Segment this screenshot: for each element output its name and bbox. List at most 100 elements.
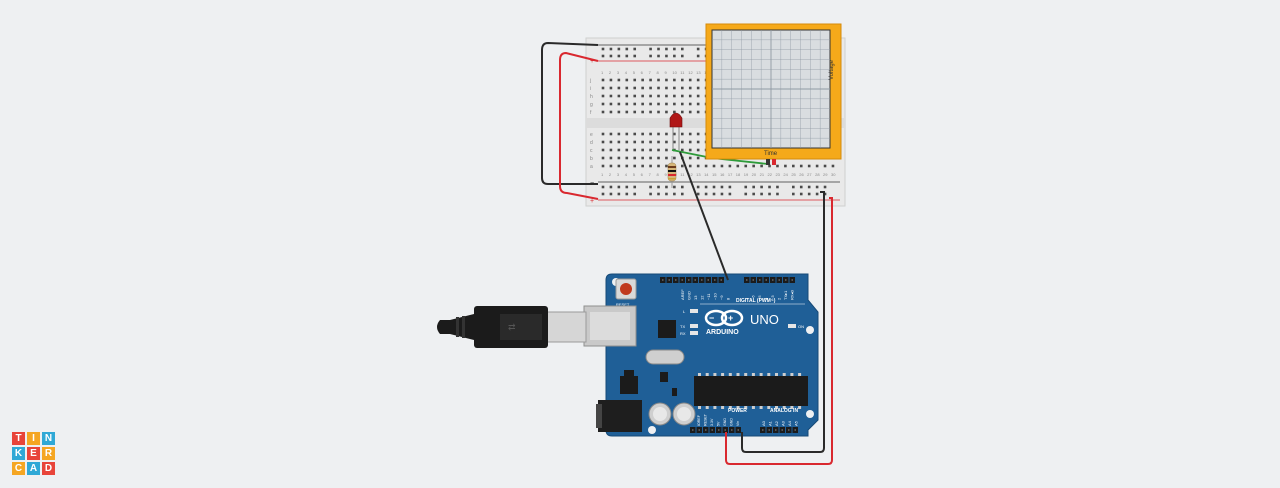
bb-hole[interactable] [673, 47, 676, 51]
bb-hole[interactable] [657, 94, 660, 98]
bb-hole[interactable] [799, 185, 803, 189]
bb-hole[interactable] [681, 47, 684, 51]
bb-hole[interactable] [609, 156, 613, 160]
bb-hole[interactable] [657, 86, 660, 90]
usb-cable[interactable]: ⇄ [437, 306, 587, 348]
bb-hole[interactable] [625, 132, 629, 136]
bb-hole[interactable] [688, 140, 692, 144]
digital-header[interactable] [660, 277, 795, 283]
led-red[interactable] [669, 112, 683, 150]
bb-hole[interactable] [657, 156, 660, 160]
bb-hole[interactable] [657, 110, 660, 114]
bb-hole[interactable] [681, 86, 684, 90]
bb-hole[interactable] [617, 86, 621, 90]
bb-hole[interactable] [625, 47, 629, 51]
bb-hole[interactable] [799, 192, 803, 196]
bb-hole[interactable] [815, 164, 819, 168]
bb-hole[interactable] [815, 185, 819, 189]
bb-hole[interactable] [633, 102, 637, 106]
bb-hole[interactable] [665, 192, 668, 196]
bb-hole[interactable] [712, 192, 716, 196]
wire-black-left[interactable] [541, 41, 599, 185]
bb-hole[interactable] [649, 140, 652, 144]
bb-hole[interactable] [665, 102, 668, 106]
bb-hole[interactable] [665, 140, 668, 144]
bb-hole[interactable] [649, 185, 652, 189]
bb-hole[interactable] [633, 54, 637, 58]
bb-hole[interactable] [681, 94, 684, 98]
bb-hole[interactable] [633, 148, 637, 152]
bb-hole[interactable] [649, 164, 652, 168]
bb-hole[interactable] [641, 140, 644, 144]
arduino-uno-board[interactable]: RESET − [583, 273, 819, 437]
bb-hole[interactable] [617, 148, 621, 152]
bb-hole[interactable] [665, 156, 668, 160]
bb-hole[interactable] [681, 110, 684, 114]
bb-hole[interactable] [696, 140, 700, 144]
bb-hole[interactable] [665, 132, 668, 136]
bb-hole[interactable] [696, 94, 700, 98]
bb-hole[interactable] [776, 192, 779, 196]
bb-hole[interactable] [625, 86, 629, 90]
bb-hole[interactable] [617, 185, 621, 189]
bb-hole[interactable] [744, 164, 748, 168]
bb-hole[interactable] [681, 164, 684, 168]
bb-hole[interactable] [649, 110, 652, 114]
bb-hole[interactable] [696, 47, 700, 51]
bb-hole[interactable] [625, 185, 629, 189]
bb-hole[interactable] [649, 132, 652, 136]
bb-hole[interactable] [665, 54, 668, 58]
bb-hole[interactable] [601, 148, 605, 152]
bb-hole[interactable] [633, 78, 637, 82]
bb-hole[interactable] [641, 78, 644, 82]
bb-hole[interactable] [696, 54, 700, 58]
bb-hole[interactable] [673, 86, 676, 90]
bb-hole[interactable] [609, 192, 613, 196]
bb-hole[interactable] [696, 192, 700, 196]
bb-hole[interactable] [617, 78, 621, 82]
bb-hole[interactable] [673, 94, 676, 98]
bb-hole[interactable] [744, 192, 748, 196]
bb-hole[interactable] [633, 94, 637, 98]
bb-hole[interactable] [617, 132, 621, 136]
bb-hole[interactable] [673, 132, 676, 136]
bb-hole[interactable] [641, 132, 644, 136]
bb-hole[interactable] [696, 110, 700, 114]
bb-hole[interactable] [617, 192, 621, 196]
wire-black-gnd[interactable] [741, 191, 825, 453]
bb-hole[interactable] [688, 78, 692, 82]
bb-hole[interactable] [601, 86, 605, 90]
wire-red-left[interactable] [559, 51, 599, 200]
bb-hole[interactable] [617, 140, 621, 144]
bb-hole[interactable] [609, 94, 613, 98]
bb-hole[interactable] [665, 47, 668, 51]
bb-hole[interactable] [625, 102, 629, 106]
power-jack[interactable] [596, 400, 642, 432]
bb-hole[interactable] [720, 192, 724, 196]
bb-hole[interactable] [609, 86, 613, 90]
bb-hole[interactable] [673, 185, 676, 189]
bb-hole[interactable] [649, 148, 652, 152]
bb-hole[interactable] [625, 54, 629, 58]
bb-hole[interactable] [720, 164, 724, 168]
bb-hole[interactable] [665, 110, 668, 114]
bb-hole[interactable] [681, 185, 684, 189]
bb-hole[interactable] [768, 192, 771, 196]
bb-hole[interactable] [609, 185, 613, 189]
bb-hole[interactable] [601, 110, 605, 114]
bb-hole[interactable] [649, 156, 652, 160]
bb-hole[interactable] [681, 140, 684, 144]
serial-plotter[interactable] [705, 23, 842, 165]
bb-hole[interactable] [657, 148, 660, 152]
bb-hole[interactable] [696, 185, 700, 189]
bb-hole[interactable] [641, 164, 644, 168]
bb-hole[interactable] [760, 192, 763, 196]
bb-hole[interactable] [665, 78, 668, 82]
bb-hole[interactable] [760, 185, 763, 189]
bb-hole[interactable] [720, 185, 724, 189]
bb-hole[interactable] [649, 54, 652, 58]
bb-hole[interactable] [601, 102, 605, 106]
bb-hole[interactable] [649, 192, 652, 196]
bb-hole[interactable] [609, 148, 613, 152]
bb-hole[interactable] [688, 148, 692, 152]
